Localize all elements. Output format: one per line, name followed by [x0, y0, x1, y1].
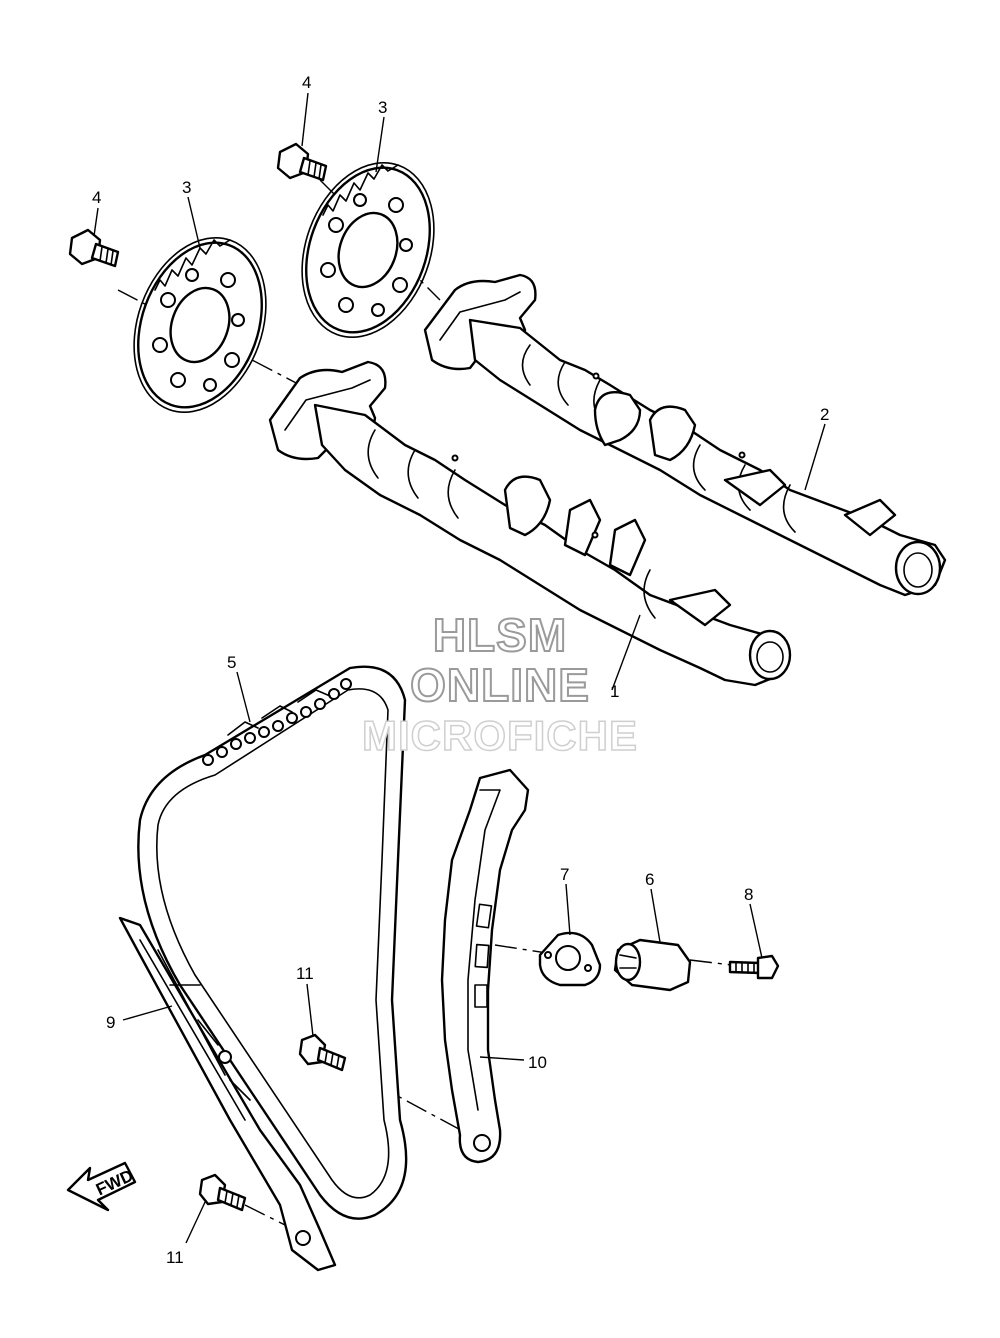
callout-11-upper: 11 [296, 964, 314, 983]
sprocket-3-right [301, 162, 435, 338]
callout-9: 9 [106, 1013, 115, 1032]
callout-6: 6 [645, 870, 654, 889]
callout-3-left: 3 [182, 178, 191, 197]
bolt-4-right [276, 142, 328, 182]
tensioner-6 [613, 938, 692, 992]
chain-guide-9 [118, 916, 337, 1272]
callout-2: 2 [820, 405, 829, 424]
cam-chain-5 [137, 665, 408, 1220]
chain-guide-10 [440, 768, 530, 1164]
sprocket-3-left [133, 237, 267, 413]
leader-lines [93, 92, 826, 1244]
callout-1: 1 [610, 682, 619, 701]
callout-8: 8 [744, 885, 753, 904]
callout-10: 10 [528, 1053, 547, 1072]
fwd-arrow-icon: FWD [66, 1161, 137, 1212]
callouts: 4 3 4 3 2 1 5 7 6 8 11 9 10 11 [92, 73, 829, 1267]
bolt-11-upper [298, 1033, 347, 1072]
bolt-4-left [68, 228, 120, 268]
watermark-line-3: MICROFICHE [361, 711, 638, 760]
watermark-line-1: HLSM [432, 608, 568, 662]
callout-4-left: 4 [92, 188, 101, 207]
callout-7: 7 [560, 865, 569, 884]
callout-3-right: 3 [378, 98, 387, 117]
watermark-line-2: ONLINE [409, 658, 590, 712]
callout-11-lower: 11 [166, 1248, 184, 1267]
gasket-7 [538, 931, 602, 987]
bolt-11-lower [198, 1173, 247, 1212]
callout-4-right: 4 [302, 73, 311, 92]
camshaft-2 [423, 273, 947, 597]
callout-5: 5 [227, 653, 236, 672]
camshaft-1 [268, 360, 792, 687]
bolt-8 [728, 954, 780, 980]
